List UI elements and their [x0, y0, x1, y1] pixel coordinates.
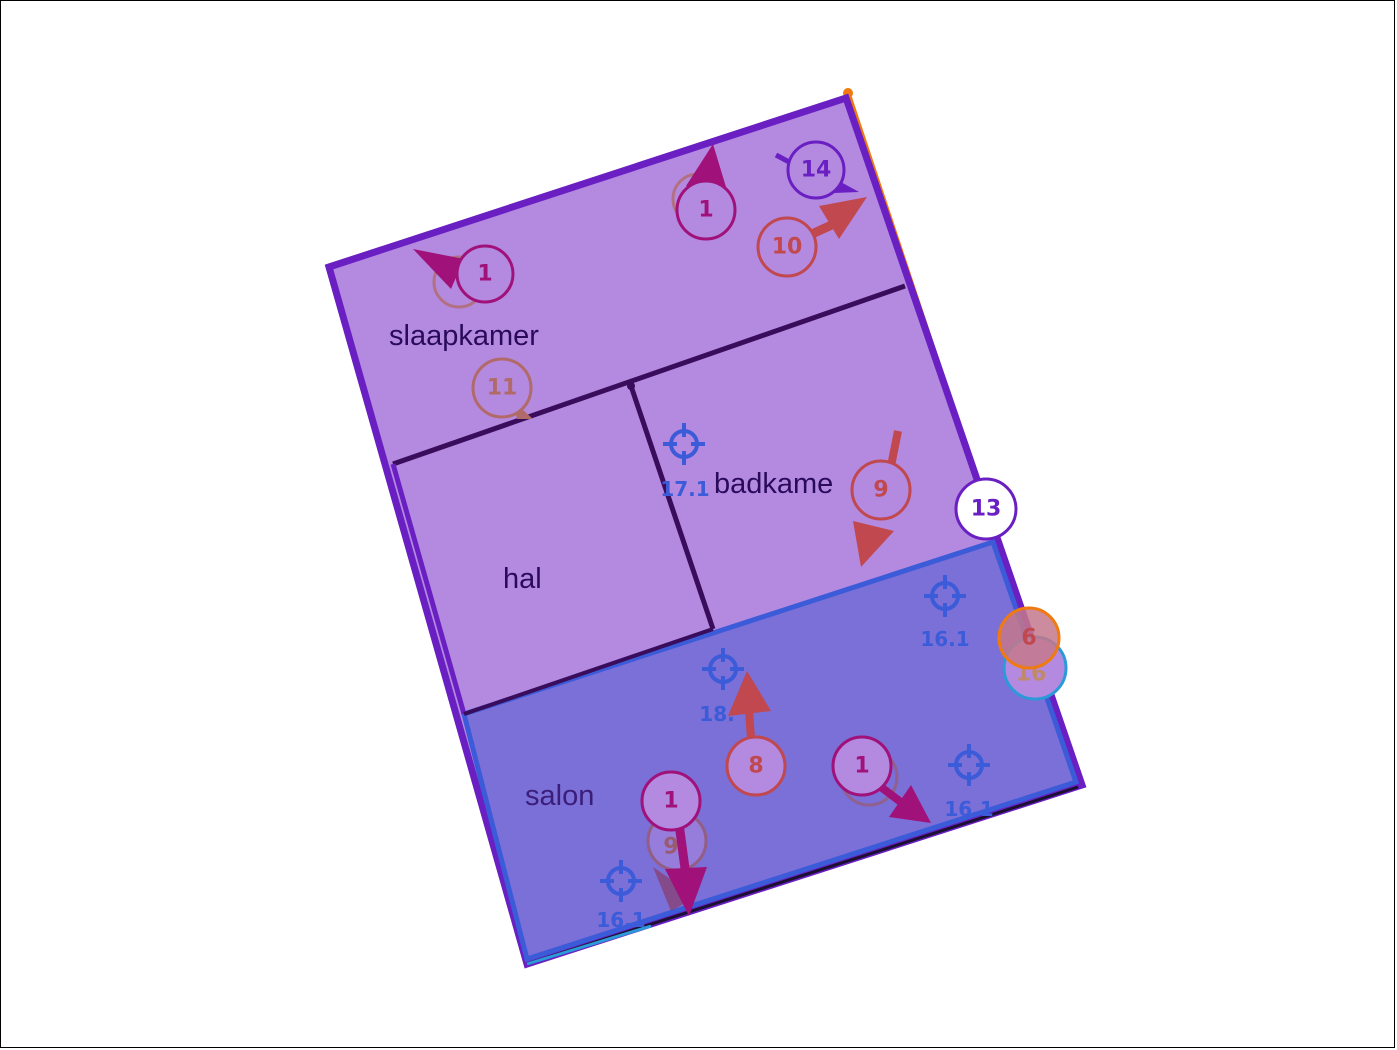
svg-text:1: 1 [663, 789, 678, 814]
svg-text:11: 11 [487, 376, 518, 401]
sensor-salon-top-right[interactable]: 16.1 [920, 573, 970, 651]
wall-joint [627, 382, 635, 390]
device-badge-1-top[interactable]: 1 [671, 144, 737, 241]
room-label-hal: hal [503, 563, 542, 595]
svg-text:8: 8 [748, 754, 763, 779]
wall-hal-bottom [463, 627, 714, 716]
wall-hal-badkamer [628, 385, 716, 630]
blue-edge [526, 924, 652, 966]
arrow-icon [853, 521, 894, 567]
arrow-icon [889, 785, 931, 823]
device-badge-11[interactable]: 11 [471, 357, 533, 419]
svg-text:14: 14 [801, 158, 832, 183]
device-badge-6[interactable]: 6 [997, 606, 1061, 670]
sensor-value: 16.1 [596, 908, 645, 932]
device-badge-13[interactable]: 13 [954, 477, 1018, 541]
sensor-value: 18. [699, 702, 734, 726]
arrow-icon [413, 249, 464, 289]
device-badge-1-salon-left[interactable]: 1 [640, 770, 707, 916]
arrow-icon [686, 144, 726, 187]
sensor-value: 16.1 [944, 797, 993, 821]
room-label-badkamer: badkame [714, 468, 833, 500]
svg-text:6: 6 [1021, 626, 1036, 651]
device-badge-1-left[interactable]: 1 [413, 244, 515, 309]
arrow-icon [665, 867, 707, 916]
svg-text:1: 1 [477, 262, 492, 287]
device-badge-1-salon-right[interactable]: 1 [831, 735, 931, 823]
sensor-badkamer[interactable]: 17.1 [660, 421, 710, 501]
room-label-salon: salon [525, 780, 594, 812]
svg-text:9: 9 [663, 835, 678, 860]
sensor-value: 17.1 [660, 477, 709, 501]
sensor-salon-right[interactable]: 16.1 [944, 742, 994, 821]
device-badge-8[interactable]: 8 [725, 671, 787, 797]
svg-text:10: 10 [772, 235, 803, 260]
room-label-slaapkamer: slaapkamer [389, 320, 539, 352]
svg-text:1: 1 [698, 198, 713, 223]
sensor-salon-center[interactable]: 18. [699, 646, 746, 726]
arrow-icon [728, 671, 771, 716]
sensor-salon-bottom-left[interactable]: 16.1 [596, 858, 646, 932]
arrow-icon [819, 197, 867, 239]
wall-hal-left [390, 463, 467, 715]
wall-slaapkamer [392, 283, 906, 467]
svg-text:1: 1 [854, 754, 869, 779]
device-badge-9[interactable]: 9 [850, 430, 912, 567]
svg-text:13: 13 [971, 497, 1002, 522]
svg-text:9: 9 [873, 478, 888, 503]
sensor-value: 16.1 [920, 627, 969, 651]
device-badge-10[interactable]: 10 [756, 197, 867, 278]
device-badge-14[interactable]: 14 [774, 140, 859, 200]
